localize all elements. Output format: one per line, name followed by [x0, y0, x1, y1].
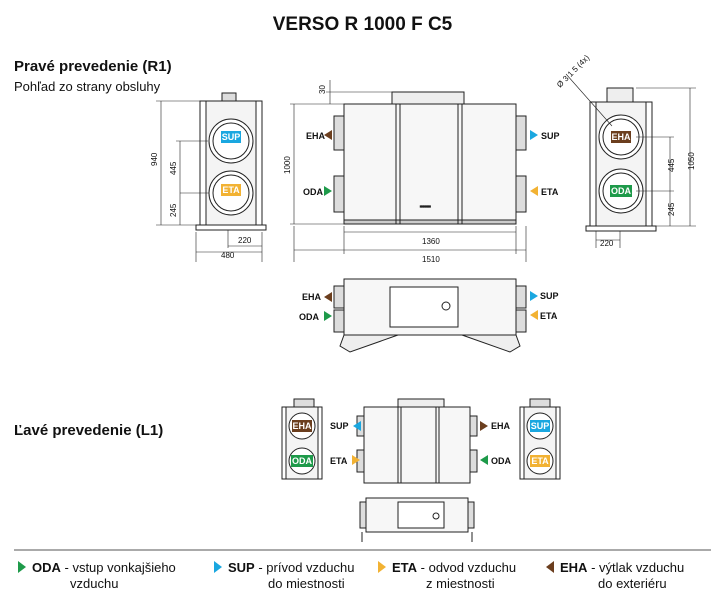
l1-right-sup-label: SUP — [531, 421, 550, 431]
r1-right-eha-badge — [611, 131, 631, 143]
l1-front-eta-label: ETA — [330, 456, 348, 466]
r1-side-sup-badge — [221, 131, 241, 143]
l1-right-eta-badge — [530, 455, 550, 467]
r1-top-eha-arrow — [324, 292, 332, 302]
right-version-subheading: Pohľad zo strany obsluhy — [14, 79, 161, 94]
l1-front-view — [356, 398, 478, 484]
r1-front-eha-label: EHA — [306, 131, 326, 141]
dim-940: 940 — [150, 152, 159, 166]
l1-side-oda-badge — [291, 455, 313, 467]
r1-front-eta-label: ETA — [541, 187, 559, 197]
dim-245-right: 245 — [667, 202, 676, 216]
dim-1050: 1050 — [687, 152, 696, 170]
oda-arrow-icon — [18, 561, 26, 573]
r1-top-sup-arrow — [530, 291, 538, 301]
legend-item-eta: ETA - odvod vzduchu z miestnosti — [378, 560, 516, 592]
legend-item-sup: SUP - prívod vzduchu do miestnosti — [214, 560, 354, 592]
r1-top-eta-arrow — [530, 310, 538, 320]
right-version-heading: Pravé prevedenie (R1) — [14, 58, 172, 75]
dim-1360: 1360 — [422, 237, 440, 246]
r1-front-oda-label: ODA — [303, 187, 324, 197]
l1-side-eha-label: EHA — [292, 421, 312, 431]
r1-top-oda-label: ODA — [299, 312, 320, 322]
left-version-heading: Ľavé prevedenie (L1) — [14, 422, 164, 439]
r1-side-sup-label: SUP — [222, 132, 241, 142]
r1-side-eta-badge — [221, 184, 241, 196]
r1-front-view: ▪▪▪▪▪▪ — [333, 91, 527, 225]
l1-front-oda-arrow — [480, 455, 488, 465]
dim-30: 30 — [318, 85, 327, 94]
r1-side-view — [195, 92, 267, 231]
r1-side-eta-label: ETA — [222, 185, 240, 195]
r1-front-sup-arrow — [530, 130, 538, 140]
drawing-title: VERSO R 1000 F C5 — [272, 14, 453, 35]
dim-1000: 1000 — [283, 156, 292, 174]
dim-220: 220 — [238, 236, 252, 245]
legend-item-oda: ODA - vstup vonkajšieho vzduchu — [18, 560, 176, 592]
l1-front-oda-label: ODA — [491, 456, 512, 466]
r1-top-oda-arrow — [324, 311, 332, 321]
dim-diameter: Ø 3 1 5 (4x) — [555, 53, 591, 89]
svg-text:▪▪▪▪▪▪: ▪▪▪▪▪▪ — [420, 204, 431, 210]
r1-right-side-view — [585, 87, 657, 232]
r1-right-eha-label: EHA — [611, 132, 631, 142]
eta-arrow-icon — [378, 561, 386, 573]
r1-front-oda-arrow — [324, 186, 332, 196]
l1-front-eha-arrow — [480, 421, 488, 431]
r1-front-sup-label: SUP — [541, 131, 560, 141]
l1-right-eta-label: ETA — [531, 456, 549, 466]
r1-front-eha-arrow — [324, 130, 332, 140]
r1-right-oda-label: ODA — [611, 186, 632, 196]
l1-right-sup-badge — [530, 420, 550, 432]
dim-445-right: 445 — [667, 158, 676, 172]
r1-top-eha-label: EHA — [302, 292, 322, 302]
dim-245: 245 — [169, 203, 178, 217]
r1-top-eta-label: ETA — [540, 311, 558, 321]
l1-front-sup-label: SUP — [330, 421, 349, 431]
r1-top-view — [333, 278, 527, 353]
l1-front-sup-arrow — [353, 421, 361, 431]
l1-side-eha-badge — [292, 420, 312, 432]
l1-top-view — [359, 497, 475, 542]
l1-side-oda-label: ODA — [292, 456, 313, 466]
r1-top-sup-label: SUP — [540, 291, 559, 301]
legend-item-eha: EHA - výtlak vzduchu do exteriéru — [546, 560, 684, 592]
r1-front-eta-arrow — [530, 186, 538, 196]
dim-480: 480 — [221, 251, 235, 260]
l1-front-eta-arrow — [352, 455, 360, 465]
dim-445: 445 — [169, 161, 178, 175]
dim-1510: 1510 — [422, 255, 440, 264]
sup-arrow-icon — [214, 561, 222, 573]
eha-arrow-icon — [546, 561, 554, 573]
r1-right-oda-badge — [610, 185, 632, 197]
l1-front-eha-label: EHA — [491, 421, 511, 431]
dim-220-right: 220 — [600, 239, 614, 248]
